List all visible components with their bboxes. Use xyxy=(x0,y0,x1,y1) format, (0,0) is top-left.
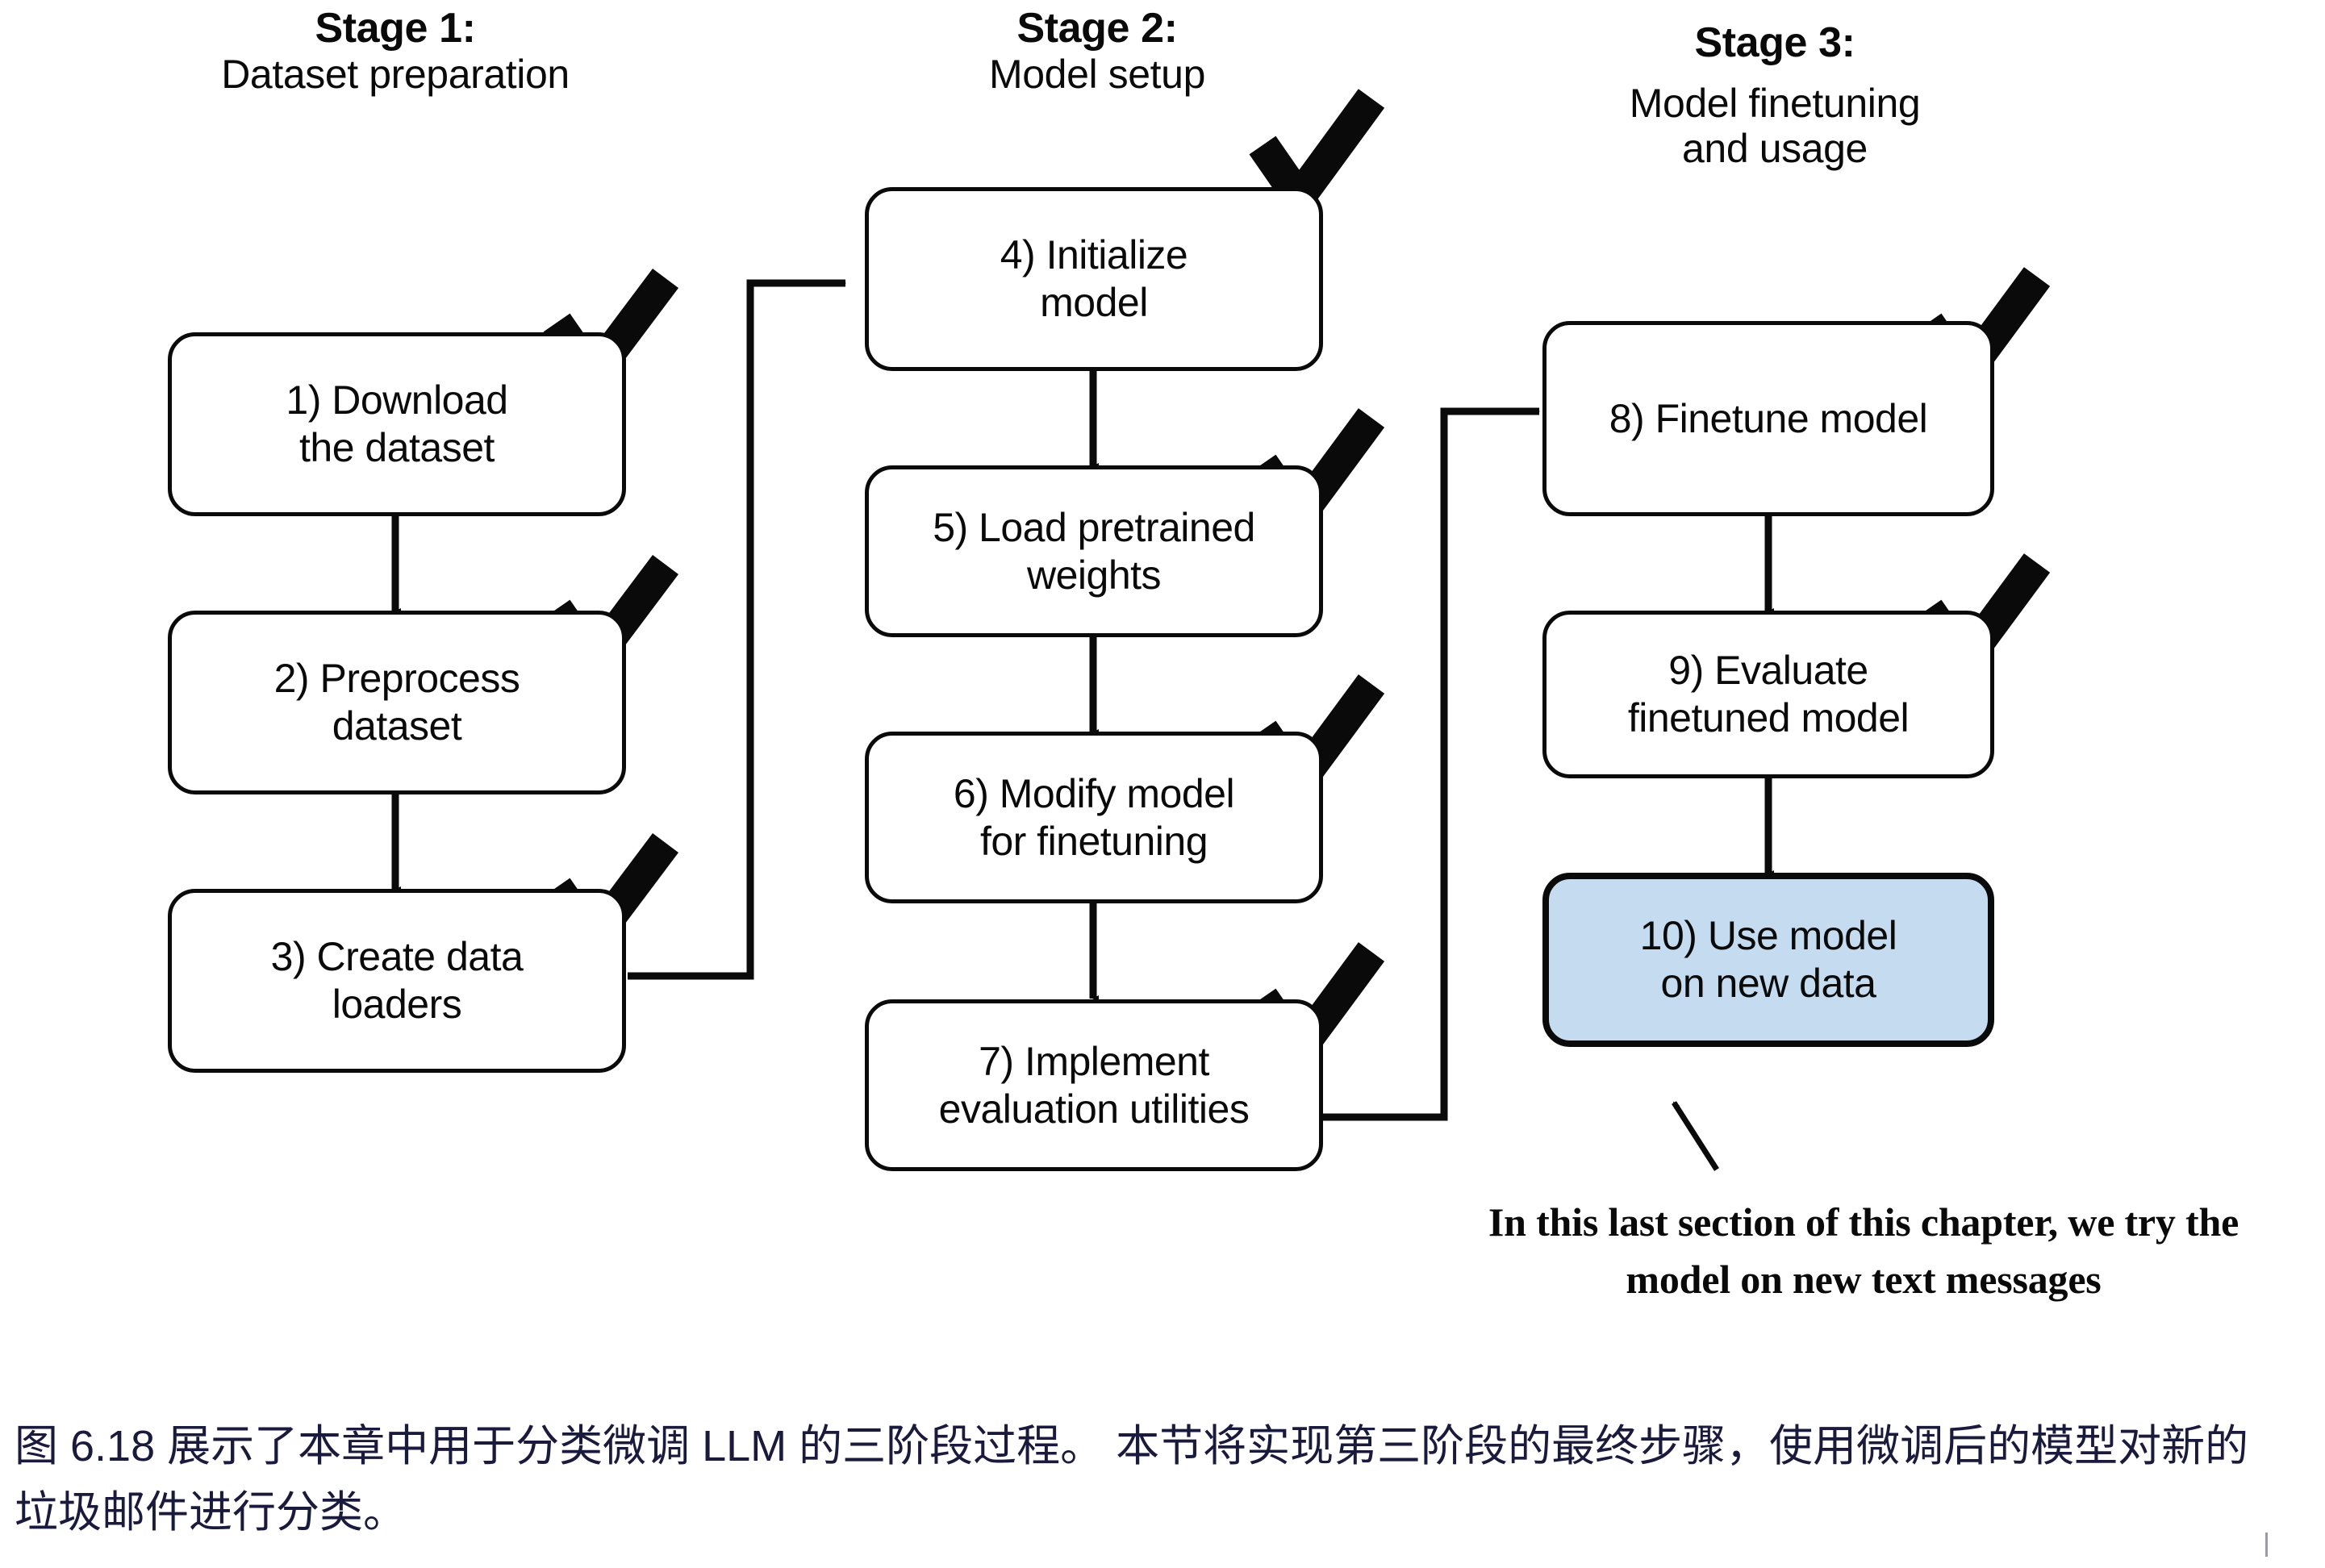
stage-2-title: Stage 2: xyxy=(1016,5,1178,52)
step-box-7-label: 7) Implement evaluation utilities xyxy=(938,1038,1250,1132)
step-box-4-label: 4) Initialize model xyxy=(1000,232,1188,325)
step-box-6-modify-model-for-finetuning[interactable]: 6) Modify model for finetuning xyxy=(865,732,1323,903)
step-box-8-label: 8) Finetune model xyxy=(1609,395,1928,441)
stage-3-title: Stage 3: xyxy=(1694,19,1855,66)
stage-1-subtitle: Dataset preparation xyxy=(221,52,570,98)
margin-tick xyxy=(2265,1533,2268,1557)
step-box-1-label: 1) Download the dataset xyxy=(286,377,508,470)
step-box-5-label: 5) Load pretrained weights xyxy=(933,504,1255,598)
stage-2-subtitle: Model setup xyxy=(989,52,1205,98)
step-box-9-label: 9) Evaluate finetuned model xyxy=(1627,648,1910,740)
step-box-5-load-pretrained-weights[interactable]: 5) Load pretrained weights xyxy=(865,465,1323,637)
annotation-pointer-arrow xyxy=(1672,1101,1719,1171)
step-box-6-label: 6) Modify model for finetuning xyxy=(953,770,1235,864)
step-box-3-label: 3) Create data loaders xyxy=(270,934,524,1027)
step-box-9-evaluate-finetuned-model[interactable]: 9) Evaluate finetuned model xyxy=(1542,611,1994,778)
step-box-4-initialize-model[interactable]: 4) Initialize model xyxy=(865,187,1323,371)
step-box-2-label: 2) Preprocess dataset xyxy=(273,656,520,749)
connector-stage2-to-stage3 xyxy=(1321,407,1540,1121)
step-box-8-finetune-model[interactable]: 8) Finetune model xyxy=(1542,321,1994,516)
stage-3-heading: Stage 3: Model finetuning and usage xyxy=(1452,5,2098,186)
step-box-10-use-model-on-new-data[interactable]: 10) Use model on new data xyxy=(1542,873,1994,1047)
stage-2-heading: Stage 2: Model setup xyxy=(774,5,1420,97)
step-box-2-preprocess-dataset[interactable]: 2) Preprocess dataset xyxy=(168,611,626,794)
stage-3-subtitle: Model finetuning and usage xyxy=(1629,81,1921,172)
annotation-note: In this last section of this chapter, we… xyxy=(1488,1199,2239,1302)
figure-caption: 图 6.18 展示了本章中用于分类微调 LLM 的三阶段过程。 本节将实现第三阶… xyxy=(15,1422,2249,1537)
stage-1-title: Stage 1: xyxy=(315,5,476,52)
step-box-7-implement-evaluation-utilities[interactable]: 7) Implement evaluation utilities xyxy=(865,999,1323,1171)
connector-stage1-to-stage2 xyxy=(628,279,846,980)
step-box-1-download-dataset[interactable]: 1) Download the dataset xyxy=(168,332,626,516)
step-box-3-create-data-loaders[interactable]: 3) Create data loaders xyxy=(168,889,626,1073)
checkmark-icon-step4 xyxy=(1249,89,1385,226)
stage-1-heading: Stage 1: Dataset preparation xyxy=(73,5,718,97)
step-box-10-label: 10) Use model on new data xyxy=(1639,913,1897,1006)
